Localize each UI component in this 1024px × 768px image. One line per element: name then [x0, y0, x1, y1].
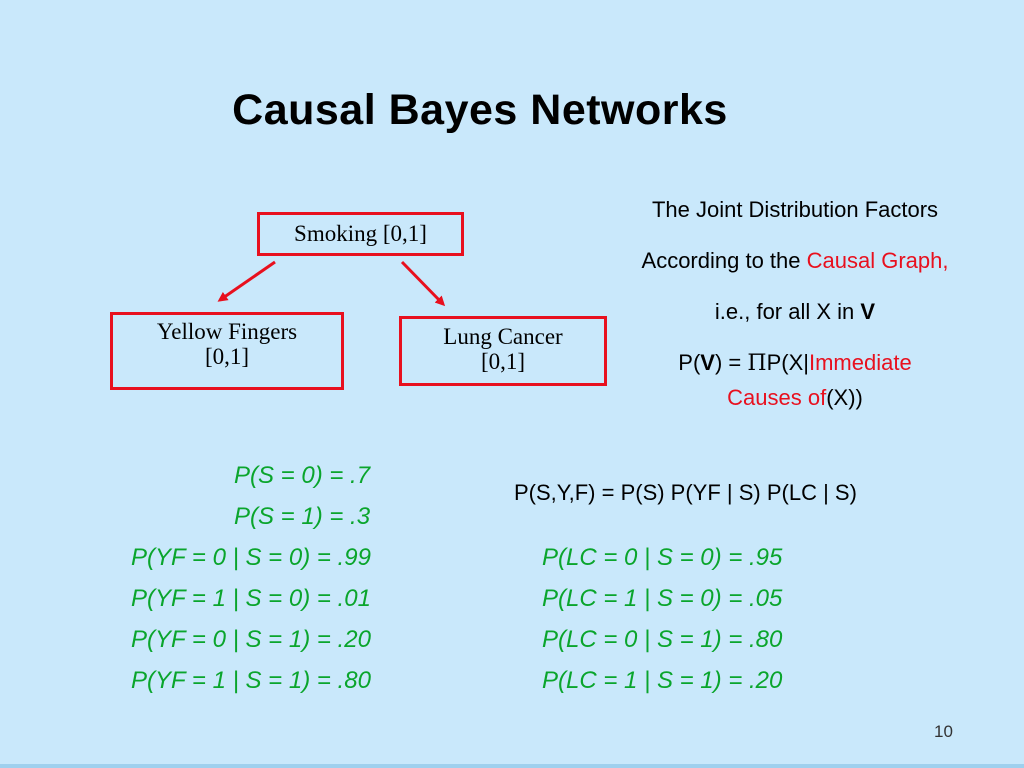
prob-lc-row: P(LC = 1 | S = 0) = .05: [542, 585, 783, 612]
formula-px: P(X|: [766, 350, 809, 375]
prob-yf-row: P(YF = 1 | S = 1) = .80: [131, 667, 371, 694]
node-smoking: Smoking [0,1]: [257, 212, 464, 256]
node-yellow-fingers-label: Yellow Fingers: [156, 319, 298, 344]
product-symbol: Π: [747, 351, 767, 376]
explanation-line-2-prefix: According to the: [641, 248, 807, 273]
variable-set-v: V: [860, 299, 876, 324]
explanation-line-5: Causes of(X)): [595, 385, 995, 411]
page-number: 10: [934, 722, 953, 741]
edge-smoking-to-yellow-fingers: [217, 260, 276, 302]
slide-title: Causal Bayes Networks: [232, 86, 728, 134]
prob-lc-row: P(LC = 1 | S = 1) = .20: [542, 667, 783, 694]
prob-s-1: P(S = 1) = .3: [234, 503, 371, 530]
prob-s-0: P(S = 0) = .7: [234, 462, 371, 489]
causal-graph-highlight: Causal Graph,: [806, 248, 949, 273]
prob-lc-row: P(LC = 0 | S = 1) = .80: [542, 626, 783, 653]
formula-v: V: [700, 350, 715, 375]
edge-smoking-to-lung-cancer: [400, 260, 446, 307]
prob-yf-row: P(YF = 0 | S = 0) = .99: [131, 544, 371, 571]
formula-equals: ) =: [714, 350, 748, 375]
explanation-line-3-prefix: i.e., for all X in: [714, 299, 861, 324]
joint-distribution-formula: P(S,Y,F) = P(S) P(YF | S) P(LC | S): [514, 480, 857, 505]
formula-causes-of: Causes of: [727, 385, 827, 410]
node-lung-cancer-range: [0,1]: [480, 349, 526, 374]
node-smoking-label: Smoking [0,1]: [294, 221, 427, 246]
node-yellow-fingers-range: [0,1]: [204, 344, 250, 369]
prob-yf-row: P(YF = 1 | S = 0) = .01: [131, 585, 371, 612]
node-lung-cancer: Lung Cancer [0,1]: [399, 316, 607, 386]
formula-close: (X)): [826, 385, 863, 410]
prob-yf-row: P(YF = 0 | S = 1) = .20: [131, 626, 371, 653]
node-lung-cancer-label: Lung Cancer: [443, 324, 563, 349]
explanation-line-1: The Joint Distribution Factors: [651, 197, 939, 222]
node-yellow-fingers: Yellow Fingers [0,1]: [110, 312, 344, 390]
explanation-line-2: According to the Causal Graph,: [595, 248, 995, 274]
formula-immediate: Immediate: [808, 350, 912, 375]
formula-p-open: P(: [678, 350, 701, 375]
explanation-line-3: i.e., for all X in V: [595, 299, 995, 325]
footer-divider: [0, 764, 1024, 768]
explanation-line-4: P(V) = ΠP(X|Immediate: [595, 350, 995, 376]
prob-lc-row: P(LC = 0 | S = 0) = .95: [542, 544, 783, 571]
